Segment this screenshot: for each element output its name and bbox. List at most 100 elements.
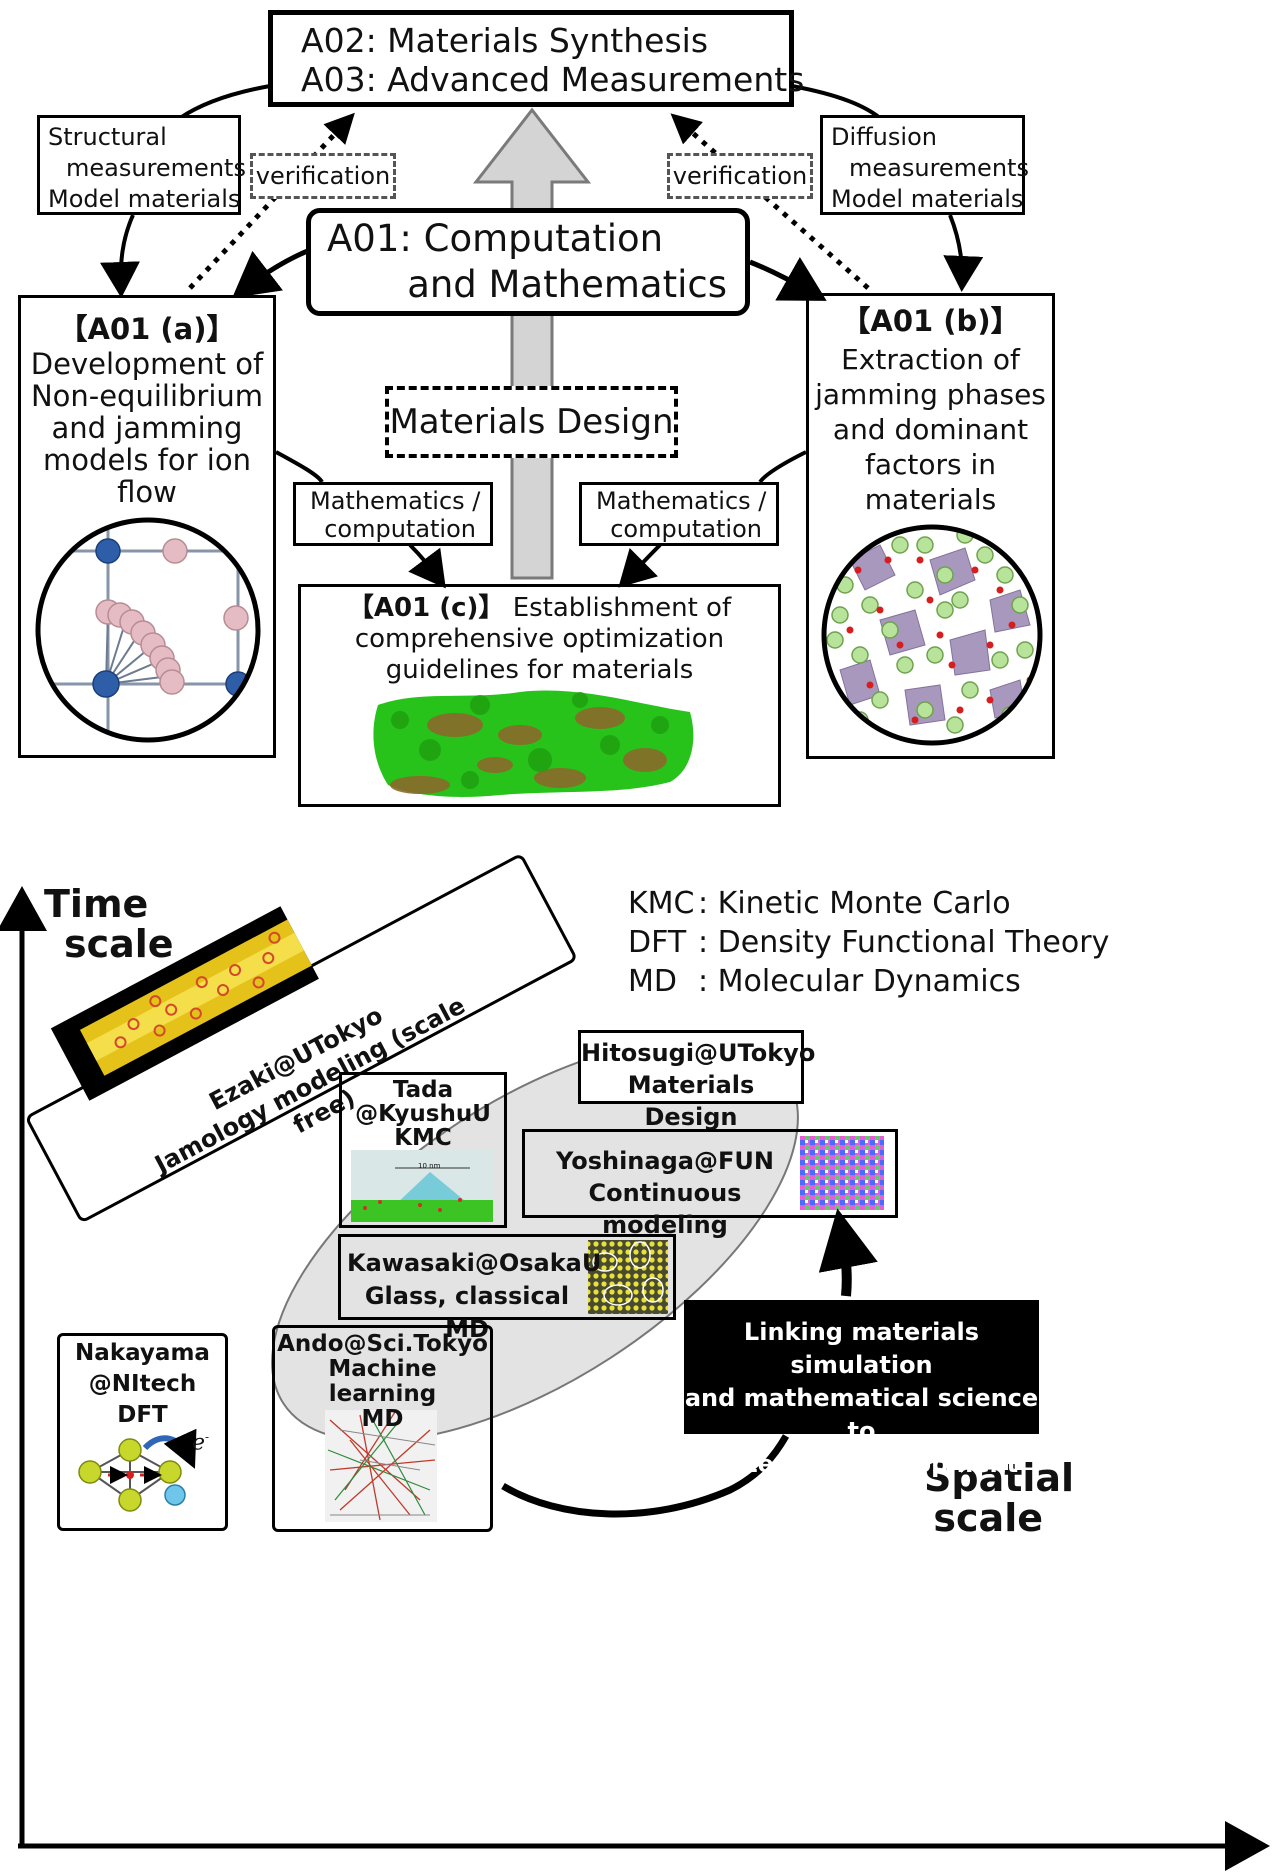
- nakayama-name: Nakayama: [75, 1340, 210, 1366]
- ando-name: Ando@Sci.Tokyo: [277, 1331, 488, 1357]
- arrow-a01-to-a01b: [749, 257, 827, 301]
- math-computation-left: Mathematics / computation: [293, 482, 493, 546]
- tada-box: Tada @KyushuU KMC: [339, 1072, 507, 1228]
- a01-line-1: A01: Computation: [327, 217, 664, 260]
- kawasaki-name: Kawasaki@OsakaU: [347, 1249, 602, 1277]
- spatial-scale-label: Spatial scale: [918, 1456, 1075, 1540]
- spatial-label-1: Spatial: [924, 1456, 1075, 1500]
- legend-row-kmc: KMC: Kinetic Monte Carlo: [628, 884, 1109, 923]
- hitosugi-name: Hitosugi@UTokyo: [581, 1039, 816, 1067]
- diffusion-line-1: Diffusion: [831, 123, 937, 151]
- a01b-body-1: Extraction of: [841, 343, 1020, 376]
- kawasaki-glass-image: [588, 1240, 668, 1314]
- tada-method: KMC: [394, 1125, 452, 1151]
- yoshinaga-name: Yoshinaga@FUN: [556, 1147, 774, 1175]
- a01a-box: 【A01 (a)】 Development of Non-equilibrium…: [18, 295, 276, 758]
- materials-design-arrow: [472, 107, 592, 580]
- time-label-1: Time: [44, 882, 149, 926]
- a01a-body-4: models for ion: [43, 443, 251, 477]
- abbreviation-legend: KMC: Kinetic Monte Carlo DFT: Density Fu…: [628, 884, 1109, 1001]
- ando-desc: Machine learning: [328, 1356, 437, 1407]
- a01a-title: 【A01 (a)】: [58, 312, 236, 346]
- a01c-body-2: guidelines for materials: [385, 655, 694, 685]
- a01a-body-1: Development of: [30, 347, 264, 381]
- yoshinaga-field-image: [800, 1136, 884, 1210]
- diffusion-measurements-box: Diffusion measurements Model materials: [820, 115, 1029, 215]
- tada-scale-label: 10 nm: [418, 1162, 441, 1170]
- yoshinaga-box: Yoshinaga@FUN Continuous modeling: [522, 1129, 898, 1239]
- math-right-line-1: Mathematics /: [596, 487, 767, 515]
- a03-label: A03: Advanced Measurements: [301, 60, 805, 99]
- a01a-body-5: flow: [117, 475, 177, 509]
- arrow-structural-to-a01a: [100, 214, 140, 298]
- legend-full-kmc: : Kinetic Monte Carlo: [698, 886, 1011, 921]
- nakayama-box: Nakayama @NItech DFT: [57, 1333, 228, 1531]
- linking-line-1: Linking materials simulation: [743, 1318, 980, 1379]
- legend-full-dft: : Density Functional Theory: [698, 925, 1110, 960]
- structural-line-2: measurements: [66, 154, 246, 182]
- legend-abbr-kmc: KMC: [628, 886, 695, 921]
- ando-network-image: [325, 1410, 437, 1522]
- a01b-body-3: and dominant: [832, 413, 1029, 446]
- a01b-structure-illustration: [824, 527, 1040, 743]
- curve-a01b-to-a01c: [758, 450, 807, 484]
- hitosugi-desc: Materials Design: [627, 1071, 755, 1131]
- linking-box: Linking materials simulation and mathema…: [684, 1300, 1039, 1478]
- a01a-body-2: Non-equilibrium: [30, 379, 264, 413]
- a01-computation-box: A01: Computation and Mathematics: [306, 208, 750, 316]
- arrow-a01-to-a01a: [232, 247, 311, 299]
- a01b-title: 【A01 (b)】: [841, 304, 1020, 338]
- diffusion-line-3: Model materials: [831, 185, 1024, 213]
- spatial-label-2: scale: [933, 1496, 1043, 1540]
- verification-label-right: verification: [667, 153, 813, 199]
- linking-line-3: materials development: [704, 1450, 1019, 1478]
- hitosugi-box: Hitosugi@UTokyo Materials Design: [578, 1030, 816, 1131]
- electron-symbol: e-: [192, 1430, 209, 1455]
- nakayama-method: DFT: [117, 1402, 168, 1428]
- diffusion-line-2: measurements: [849, 154, 1029, 182]
- a01-line-2: and Mathematics: [407, 263, 727, 306]
- a01b-body-5: materials: [864, 483, 997, 516]
- arc-left-top: [178, 84, 271, 120]
- nakayama-dft-image: [78, 1428, 197, 1512]
- math-left-line-2: computation: [324, 515, 476, 543]
- ando-box: Ando@Sci.Tokyo Machine learning MD: [272, 1325, 493, 1532]
- math-left-line-1: Mathematics /: [310, 487, 481, 515]
- a01b-circle-frame: [821, 524, 1043, 746]
- verification-arrow-left: [188, 112, 355, 290]
- arc-right-top: [791, 84, 882, 120]
- structural-line-1: Structural: [48, 123, 167, 151]
- electron-letter: e: [192, 1430, 206, 1456]
- tada-name: Tada: [392, 1077, 454, 1103]
- a01c-box: 【A01 (c)】 Establishment of comprehensive…: [298, 584, 781, 807]
- tada-kmc-image: [351, 1150, 493, 1222]
- nakayama-affil: @NItech: [88, 1371, 197, 1397]
- tada-affil: @KyushuU: [355, 1101, 491, 1127]
- structural-line-3: Model materials: [48, 185, 241, 213]
- linking-up-arrow: [818, 1208, 878, 1297]
- legend-abbr-md: MD: [628, 964, 677, 999]
- a01a-body-3: and jamming: [51, 411, 243, 445]
- arrow-math-right-to-a01c: [618, 543, 662, 588]
- a01c-title-rest: Establishment of: [504, 593, 732, 623]
- arrow-diffusion-to-a01b: [943, 214, 984, 292]
- structural-measurements-box: Structural measurements Model materials: [37, 115, 246, 215]
- time-label-2: scale: [64, 922, 174, 966]
- kawasaki-box: Kawasaki@OsakaU Glass, classical MD: [338, 1234, 676, 1343]
- arrow-math-left-to-a01c: [408, 543, 446, 589]
- verification-label-left: verification: [250, 153, 396, 199]
- a01a-circle-frame: [35, 517, 261, 743]
- linking-curve: [501, 1434, 790, 1518]
- linking-line-2: and mathematical science to: [684, 1384, 1039, 1445]
- a02-label: A02: Materials Synthesis: [301, 21, 709, 60]
- a02-a03-box: A02: Materials Synthesis A03: Advanced M…: [268, 10, 804, 107]
- math-computation-right: Mathematics / computation: [579, 482, 779, 546]
- legend-row-dft: DFT: Density Functional Theory: [628, 923, 1109, 962]
- a01c-title: 【A01 (c)】: [347, 593, 505, 623]
- a01c-simulation-image: [373, 690, 694, 797]
- ando-method: MD: [361, 1406, 404, 1432]
- legend-row-md: MD: Molecular Dynamics: [628, 962, 1109, 1001]
- time-scale-label: Time scale: [44, 884, 174, 964]
- a01a-lattice-illustration: [38, 520, 258, 740]
